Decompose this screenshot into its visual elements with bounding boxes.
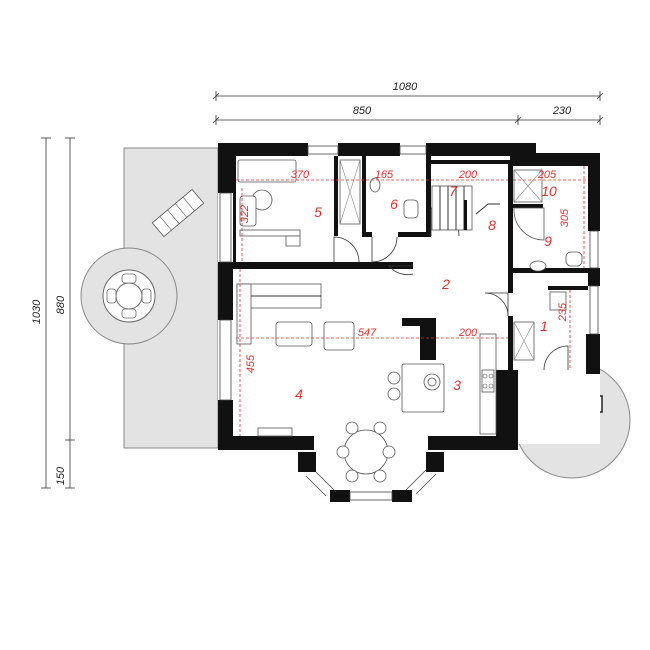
room-number-8: 8 [488,217,496,233]
dim-370: 370 [291,169,310,181]
dim-total-width: 1080 [393,81,418,93]
room-number-5: 5 [314,204,322,220]
room4-living-furniture [236,283,355,437]
garden-table-top [115,282,143,310]
room-number-4: 4 [295,386,303,402]
top-dimensions [212,91,604,125]
garden-chairs [106,273,152,319]
dim-total-depth: 1030 [31,299,43,324]
dim-235: 235 [557,302,569,322]
interior-dimension-lines [236,166,588,436]
room9-bathroom [513,169,583,272]
room-number-7: 7 [449,183,458,199]
dim-depth-main: 880 [55,295,67,314]
room-number-6: 6 [390,196,398,212]
room-number-10: 10 [541,183,557,199]
dim-200-top: 200 [458,169,478,181]
interior-walls [233,156,588,370]
dim-width-left: 850 [353,105,372,117]
room-number-1: 1 [540,318,548,334]
windows [219,145,599,501]
dim-205: 205 [537,169,557,181]
dim-547: 547 [358,327,377,339]
room-number-3: 3 [453,377,461,393]
dim-depth-bay: 150 [55,466,67,485]
dim-200-mid: 200 [458,327,478,339]
dim-322: 322 [239,205,251,223]
dim-width-right: 230 [552,105,572,117]
room1-shower [513,291,567,361]
room3-kitchen [387,333,497,435]
dim-165: 165 [375,169,394,181]
sun-lounger [151,188,205,238]
room-number-2: 2 [441,276,450,292]
dim-455: 455 [245,354,257,373]
room6-bathroom [339,159,419,225]
exterior-walls [218,143,600,502]
left-dimensions [41,137,75,489]
room8-stairs [431,185,500,231]
dining-table [336,421,396,483]
dim-305: 305 [559,208,571,227]
room5-furniture [237,159,301,247]
room-number-9: 9 [544,233,552,249]
